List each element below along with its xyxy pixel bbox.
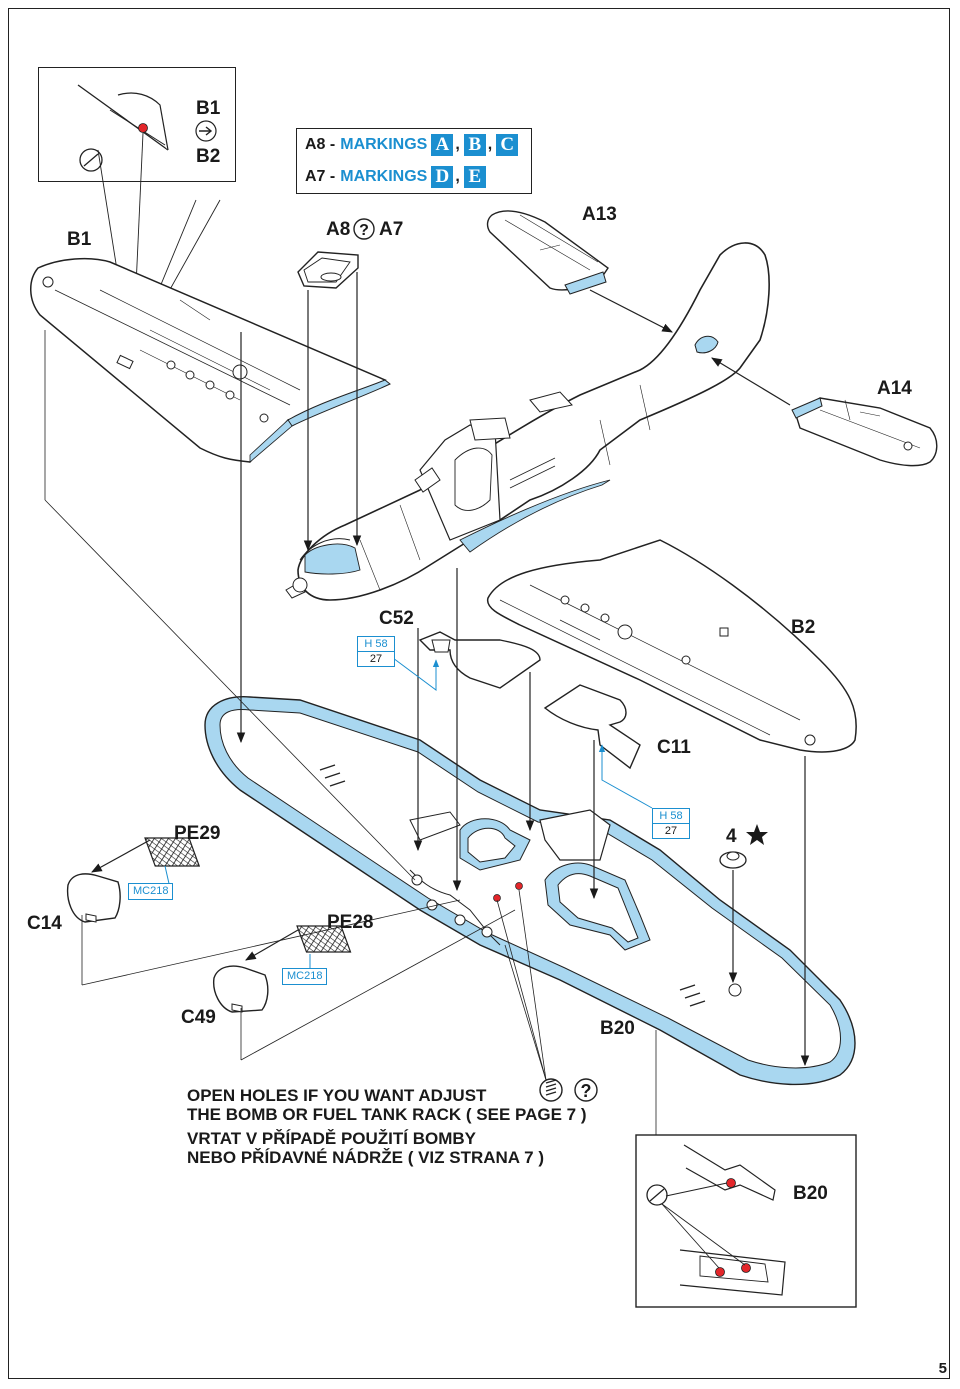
paint-code-h58: H 58 [358,637,394,652]
label-a8: A8 [326,219,351,240]
label-b1: B1 [67,229,92,250]
paint-ref-c11: H 58 27 [652,808,690,839]
part-c52 [418,631,541,689]
label-a7: A7 [379,219,404,240]
question-icon [353,218,375,240]
svg-text:?: ? [581,1081,592,1101]
page-border [8,8,950,1379]
star-icon [746,824,768,845]
mc-ref-pe28: MC218 [282,968,328,985]
left-wing-b1 [30,257,391,463]
markings-row-a8: A8 - MARKINGS A,B,C [305,133,519,157]
inset-frame-b1-b2 [38,67,236,182]
paint-leaders [164,657,653,970]
part-4-washer [719,824,768,869]
markings-code-a7: A7 - [305,168,336,185]
guide-lines [44,330,657,1136]
question-icon [574,1078,598,1102]
svg-text:?: ? [359,222,369,239]
note-line-2: THE BOMB OR FUEL TANK RACK ( SEE PAGE 7 … [187,1105,587,1124]
page-number: 5 [938,1360,947,1377]
assembly-arrows [91,272,810,1067]
note-line-4: NEBO PŘÍDAVNÉ NÁDRŽE ( VIZ STRANA 7 ) [187,1148,545,1167]
marking-letter-c: C [496,134,519,156]
part-c11 [543,684,641,770]
marking-letter-b: B [463,134,486,156]
label-b20: B20 [600,1018,635,1039]
fuselage [285,242,770,601]
right-wing-b2 [486,539,857,753]
label-b2: B2 [791,617,816,638]
note-icons: ? ? [353,218,598,1102]
label-a13: A13 [582,204,617,225]
label-pe29: PE29 [174,823,221,844]
part-pe28 [296,925,352,953]
paint-code-27: 27 [664,825,678,837]
inset-label-b20: B20 [793,1183,828,1204]
note-line-3: VRTAT V PŘÍPADĚ POUŽITÍ BOMBY [187,1129,477,1148]
inset-b1-detail [77,84,217,172]
drilling-note: OPEN HOLES IF YOU WANT ADJUST THE BOMB O… [187,1086,587,1167]
elevator-a13 [486,210,609,295]
paint-code-27: 27 [369,653,383,665]
mc-ref-pe29: MC218 [128,883,174,900]
part-c14 [66,873,121,923]
markings-word-a8: MARKINGS [340,136,428,153]
note-line-1: OPEN HOLES IF YOU WANT ADJUST [187,1086,487,1105]
paint-ref-c52: H 58 27 [357,636,395,667]
marking-letter-a: A [431,134,454,156]
label-4: 4 [726,826,737,847]
inset-label-b1: B1 [196,98,221,119]
inset-b20-detail [635,1134,857,1308]
hole-marker-icon [138,123,148,133]
markings-word-a7: MARKINGS [340,168,428,185]
label-a14: A14 [877,378,912,399]
canopy-a8-a7 [297,251,359,289]
label-c52: C52 [379,608,414,629]
paint-code-h58: H 58 [653,809,689,824]
markings-row-a7: A7 - MARKINGS D,E [305,165,486,189]
lower-wing-b20 [204,696,856,1086]
label-c11: C11 [657,737,691,758]
marking-letter-e: E [463,166,486,188]
part-pe29 [144,837,201,867]
marking-letter-d: D [431,166,454,188]
markings-box: A8 - MARKINGS A,B,C A7 - MARKINGS D,E [296,128,532,194]
markings-code-a8: A8 - [305,136,336,153]
part-c49 [213,965,269,1013]
label-pe28: PE28 [327,912,374,933]
elevator-a14 [791,397,938,467]
label-c14: C14 [27,913,62,934]
label-c49: C49 [181,1007,216,1028]
inset-label-b2: B2 [196,146,221,167]
